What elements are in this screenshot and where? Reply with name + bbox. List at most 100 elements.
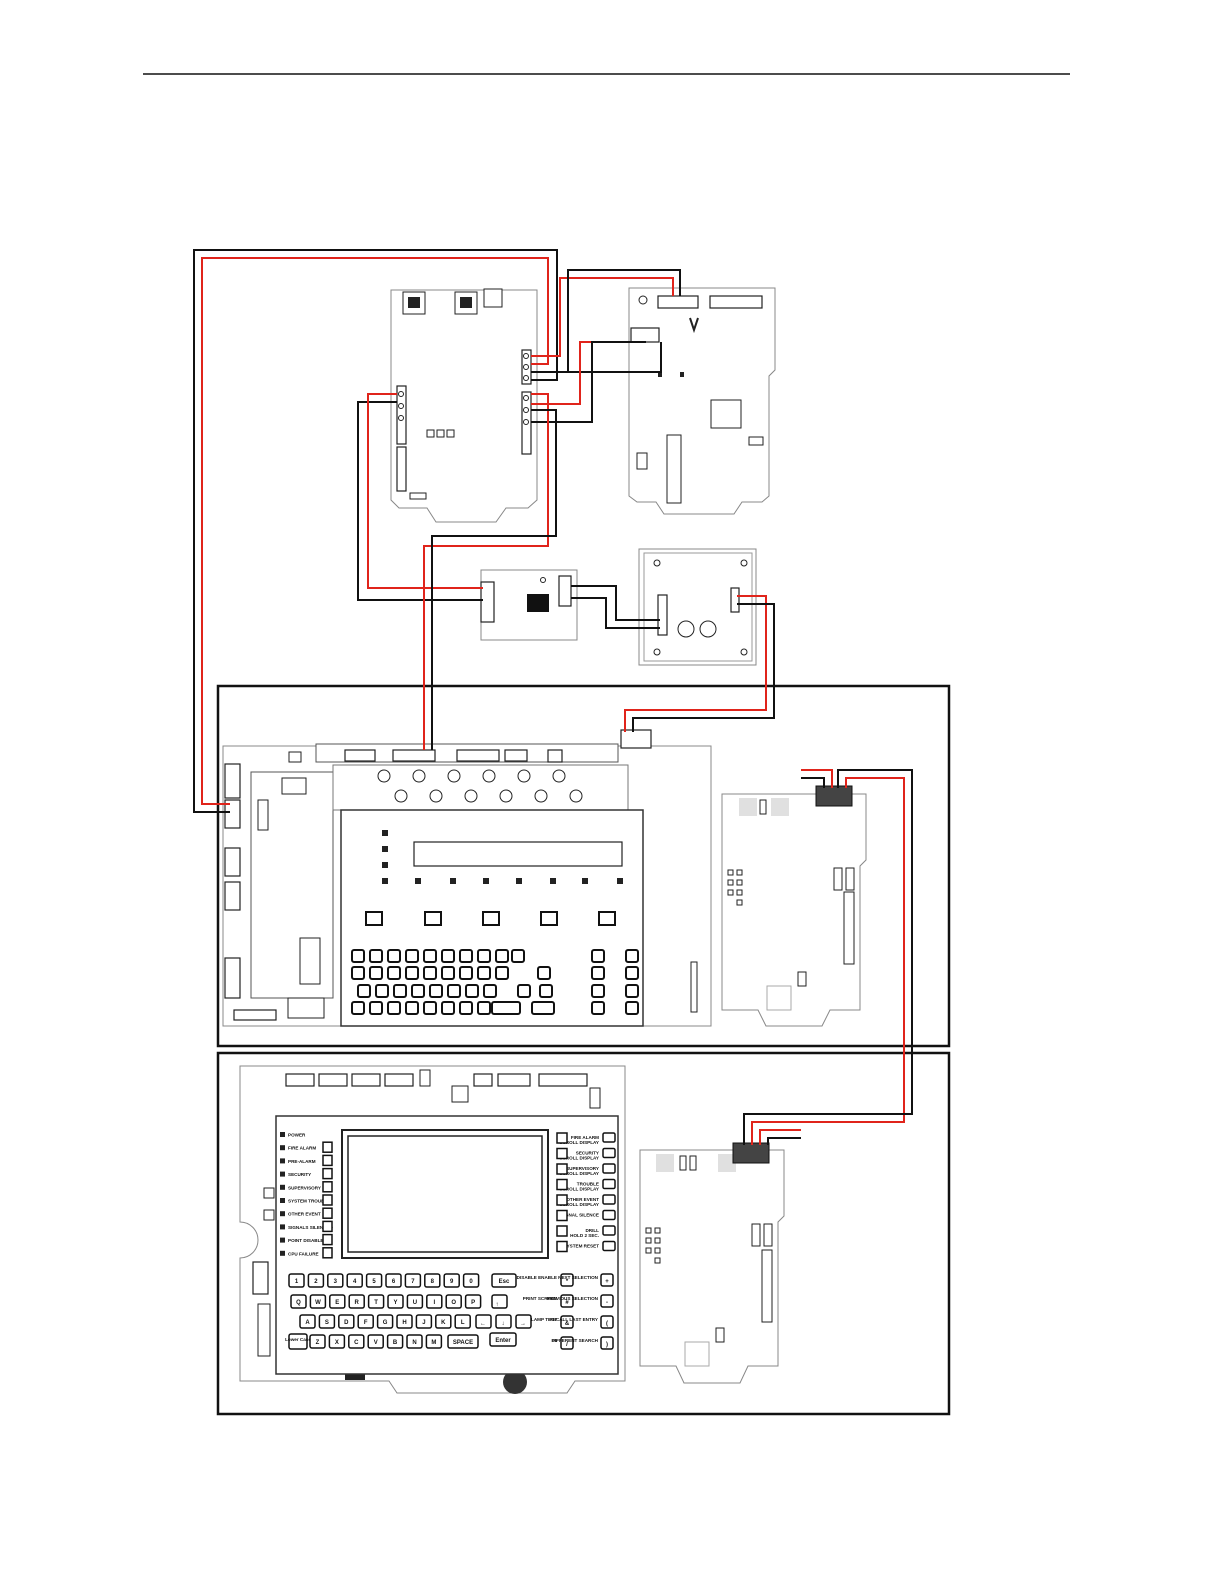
keyboard-key[interactable] bbox=[329, 1294, 346, 1309]
panel-key[interactable] bbox=[591, 949, 605, 963]
keyboard-key[interactable] bbox=[404, 1273, 422, 1288]
keyboard-key[interactable] bbox=[406, 1294, 424, 1309]
soft-key[interactable] bbox=[322, 1167, 333, 1180]
panel-key[interactable] bbox=[441, 966, 455, 980]
keyboard-key[interactable] bbox=[357, 1314, 374, 1329]
soft-key[interactable] bbox=[556, 1147, 568, 1160]
keyboard-key[interactable] bbox=[387, 1294, 404, 1309]
keyboard-key[interactable] bbox=[491, 1273, 517, 1288]
keyboard-key[interactable] bbox=[338, 1314, 355, 1329]
side-key[interactable] bbox=[560, 1336, 574, 1350]
soft-key[interactable] bbox=[322, 1233, 333, 1246]
panel-key[interactable] bbox=[495, 966, 509, 980]
panel-key[interactable] bbox=[477, 1001, 491, 1015]
keyboard-key[interactable] bbox=[376, 1314, 394, 1329]
side-key[interactable] bbox=[600, 1336, 614, 1350]
keyboard-key[interactable] bbox=[328, 1334, 346, 1349]
keyboard-key[interactable] bbox=[288, 1273, 305, 1288]
arrow-up-key[interactable] bbox=[491, 1294, 508, 1309]
panel-key-wide[interactable] bbox=[491, 1001, 521, 1015]
shift-key[interactable] bbox=[288, 1333, 308, 1350]
keyboard-key[interactable] bbox=[415, 1314, 433, 1329]
panel-key[interactable] bbox=[459, 1001, 473, 1015]
side-key[interactable] bbox=[600, 1273, 614, 1287]
panel-key[interactable] bbox=[625, 1001, 639, 1015]
panel-key[interactable] bbox=[405, 1001, 419, 1015]
control-button[interactable] bbox=[602, 1147, 616, 1159]
control-button[interactable] bbox=[602, 1209, 616, 1221]
control-button[interactable] bbox=[602, 1132, 616, 1143]
side-key[interactable] bbox=[600, 1315, 614, 1329]
panel-key[interactable] bbox=[405, 966, 419, 980]
control-button[interactable] bbox=[602, 1240, 616, 1252]
panel-key[interactable] bbox=[537, 966, 551, 980]
keyboard-key[interactable] bbox=[443, 1273, 460, 1288]
soft-key[interactable] bbox=[322, 1207, 333, 1219]
side-key[interactable] bbox=[560, 1315, 574, 1329]
keyboard-key[interactable] bbox=[396, 1314, 413, 1329]
panel-key[interactable] bbox=[517, 984, 531, 998]
panel-key[interactable] bbox=[591, 966, 605, 980]
soft-key[interactable] bbox=[556, 1178, 568, 1191]
keyboard-key[interactable] bbox=[386, 1334, 404, 1349]
panel-key[interactable] bbox=[459, 966, 473, 980]
soft-key[interactable] bbox=[322, 1141, 333, 1153]
panel-key[interactable] bbox=[625, 966, 639, 980]
panel-key[interactable] bbox=[429, 984, 443, 998]
panel-key[interactable] bbox=[459, 949, 473, 963]
keyboard-key[interactable] bbox=[309, 1334, 326, 1349]
soft-key[interactable] bbox=[556, 1163, 568, 1175]
panel-key[interactable] bbox=[411, 984, 425, 998]
panel-key[interactable] bbox=[357, 984, 371, 998]
soft-key[interactable] bbox=[556, 1240, 568, 1253]
panel-key[interactable] bbox=[465, 984, 479, 998]
soft-key[interactable] bbox=[322, 1181, 333, 1193]
keyboard-key[interactable] bbox=[425, 1334, 443, 1349]
soft-key[interactable] bbox=[322, 1194, 333, 1206]
keyboard-key[interactable] bbox=[299, 1314, 316, 1329]
panel-key[interactable] bbox=[387, 1001, 401, 1015]
keyboard-key[interactable] bbox=[464, 1294, 482, 1309]
panel-key[interactable] bbox=[393, 984, 407, 998]
keyboard-key[interactable] bbox=[489, 1332, 517, 1347]
soft-key[interactable] bbox=[556, 1194, 568, 1206]
keyboard-key[interactable] bbox=[367, 1294, 385, 1309]
panel-key[interactable] bbox=[405, 949, 419, 963]
panel-key[interactable] bbox=[495, 949, 509, 963]
arrow-down-key[interactable] bbox=[495, 1314, 512, 1329]
panel-key[interactable] bbox=[591, 1001, 605, 1015]
keyboard-key[interactable] bbox=[307, 1273, 325, 1288]
panel-key[interactable] bbox=[625, 984, 639, 998]
keyboard-key[interactable] bbox=[367, 1334, 384, 1349]
keyboard-key[interactable] bbox=[348, 1334, 365, 1349]
keyboard-key[interactable] bbox=[424, 1273, 441, 1288]
panel-key[interactable] bbox=[441, 1001, 455, 1015]
panel-key[interactable] bbox=[483, 984, 497, 998]
arrow-left-key[interactable] bbox=[475, 1314, 492, 1329]
arrow-up-icon[interactable]: ↑ bbox=[496, 1302, 499, 1308]
control-button[interactable] bbox=[602, 1178, 616, 1190]
panel-key[interactable] bbox=[423, 949, 437, 963]
keyboard-key[interactable] bbox=[447, 1334, 479, 1349]
keyboard-key[interactable] bbox=[327, 1273, 344, 1288]
panel-key[interactable] bbox=[369, 949, 383, 963]
soft-key[interactable] bbox=[556, 1209, 568, 1222]
keyboard-key[interactable] bbox=[309, 1294, 327, 1309]
keyboard-key[interactable] bbox=[406, 1334, 423, 1349]
keyboard-key[interactable] bbox=[462, 1273, 480, 1288]
arrow-right-key[interactable] bbox=[515, 1314, 532, 1329]
panel-key[interactable] bbox=[511, 949, 525, 963]
panel-key[interactable] bbox=[351, 949, 365, 963]
control-button[interactable] bbox=[602, 1163, 616, 1174]
panel-key[interactable] bbox=[477, 949, 491, 963]
keyboard-key[interactable] bbox=[348, 1294, 365, 1309]
panel-key[interactable] bbox=[423, 1001, 437, 1015]
keyboard-key[interactable] bbox=[435, 1314, 452, 1329]
keyboard-key[interactable] bbox=[385, 1273, 402, 1288]
side-key[interactable] bbox=[560, 1294, 574, 1308]
panel-key[interactable] bbox=[375, 984, 389, 998]
panel-key[interactable] bbox=[447, 984, 461, 998]
keyboard-key[interactable] bbox=[445, 1294, 462, 1309]
panel-key[interactable] bbox=[351, 1001, 365, 1015]
soft-key[interactable] bbox=[556, 1225, 568, 1237]
